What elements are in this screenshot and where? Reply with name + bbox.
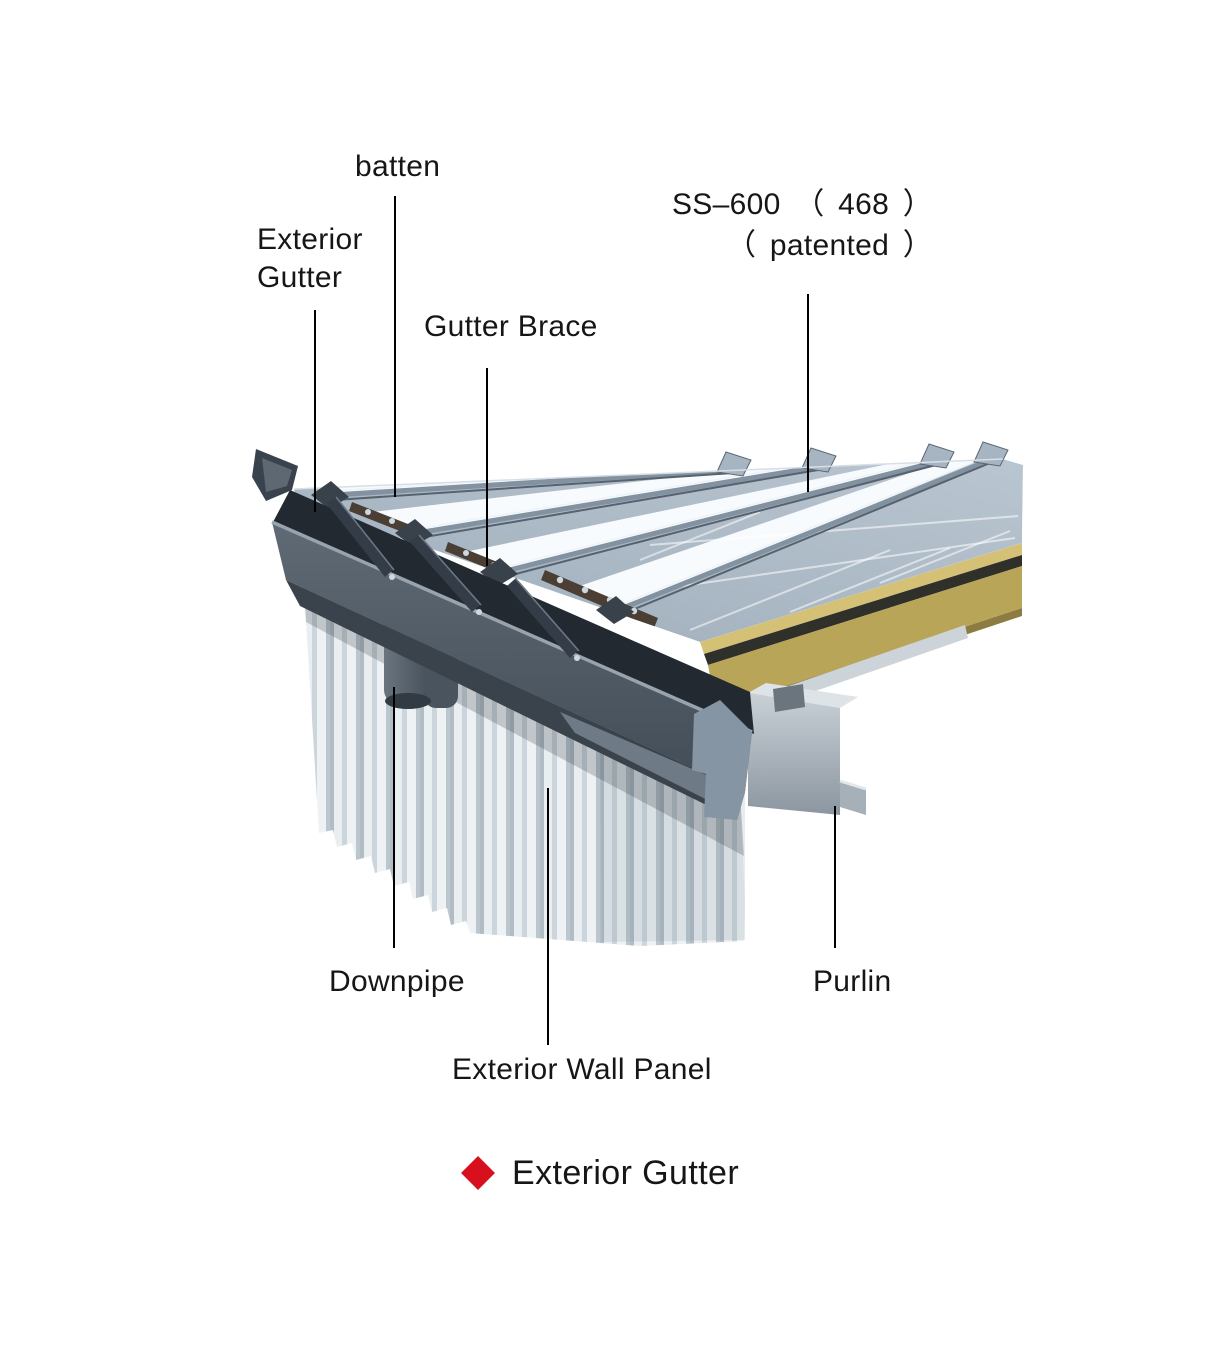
purlin-web	[748, 693, 840, 815]
label-exterior-gutter-line2: Gutter	[257, 261, 343, 294]
gutter-trough-shadow	[272, 490, 754, 734]
gutter-rim-highlight	[271, 520, 753, 734]
purlin-flange-highlight	[839, 779, 867, 791]
roof-joint-lines	[639, 511, 1019, 631]
gutter-bottom-step	[560, 712, 741, 814]
purlin-shape	[748, 683, 867, 815]
purlin-bottom-flange	[840, 781, 866, 815]
gutter-brace-shape	[410, 534, 482, 615]
standing-seam	[415, 462, 819, 539]
insulation-thick-core	[708, 566, 1022, 709]
caption-text: Exterior Gutter	[512, 1154, 740, 1192]
insulation-dark-gap	[704, 555, 1022, 665]
label-gutter-brace: Gutter Brace	[424, 310, 598, 343]
label-batten: batten	[355, 150, 441, 183]
purlin-lip-slot	[773, 684, 805, 712]
label-ss600-line1: SS–600 （ 468 ）	[672, 188, 934, 221]
leader-lines	[314, 196, 836, 1045]
standing-seams	[331, 459, 991, 616]
gutter-end-cap-facet	[262, 458, 292, 492]
standing-seam	[616, 459, 991, 616]
label-exterior-gutter-line1: Exterior	[257, 223, 363, 256]
exterior-gutter-shape	[252, 449, 753, 820]
label-downpipe: Downpipe	[329, 965, 465, 998]
gutter-front-face	[272, 522, 752, 792]
gutter-end-face	[692, 700, 752, 820]
downpipe-cap	[385, 693, 431, 709]
roof-back-edge	[293, 458, 1004, 490]
caption: Exterior Gutter	[461, 1152, 740, 1194]
label-exterior-gutter: Exterior Gutter	[257, 221, 363, 297]
label-ss600-line2: （ patented ）	[726, 229, 934, 262]
label-purlin: Purlin	[813, 965, 892, 998]
batten-bar	[349, 502, 408, 533]
label-exterior-wall-panel: Exterior Wall Panel	[452, 1053, 712, 1086]
gutter-braces	[327, 496, 580, 661]
standing-seam	[500, 459, 937, 578]
gutter-brace-shape	[327, 496, 395, 580]
diamond-icon	[461, 1156, 495, 1190]
gutter-brace-shape	[507, 578, 580, 661]
insulation-top-skin	[700, 543, 1022, 654]
